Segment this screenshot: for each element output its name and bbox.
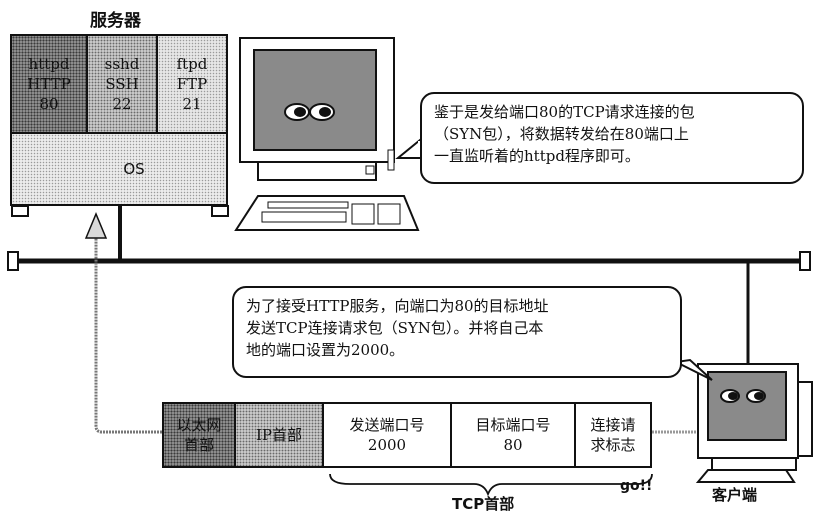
os-layer: OS [10, 132, 228, 206]
packet-field-ip-header: IP首部 [234, 402, 324, 468]
packet-field-syn-flag: 连接请 求标志 [574, 402, 652, 468]
tcp-header-brace [329, 473, 653, 497]
service-httpd: httpd HTTP 80 [10, 34, 88, 134]
server-bubble-line-1: 鉴于是发给端口80的TCP请求连接的包 [434, 103, 695, 121]
service-sshd-daemon: sshd [104, 54, 140, 73]
service-sshd: sshd SSH 22 [86, 34, 158, 134]
server-bubble-tail [395, 137, 421, 159]
client-speech-bubble: 为了接受HTTP服务，向端口为80的目标地址 发送TCP连接请求包（SYN包）。… [232, 286, 682, 378]
packet-field-ip-line1: IP首部 [255, 425, 303, 444]
client-bubble-tail [672, 358, 713, 381]
client-bubble-line-2: 发送TCP连接请求包（SYN包）。并将自己本 [246, 318, 544, 337]
service-httpd-daemon: httpd [28, 54, 70, 73]
packet-path-arrowhead [84, 212, 108, 239]
server-speech-bubble: 鉴于是发给端口80的TCP请求连接的包 （SYN包），将数据转发给在80端口上 … [420, 92, 804, 184]
client-label: 客户端 [712, 486, 758, 504]
packet-field-ethernet-line1: 以太网 [176, 415, 222, 434]
service-sshd-port: 22 [112, 95, 132, 114]
packet-field-source-port: 发送端口号 2000 [322, 402, 452, 468]
server-title: 服务器 [90, 11, 141, 31]
service-ftpd-daemon: ftpd [176, 54, 208, 73]
packet-field-syn-line1: 连接请 [590, 415, 636, 434]
service-ftpd-protocol: FTP [176, 74, 208, 93]
server-bubble-line-2: （SYN包），将数据转发给在80端口上 [434, 124, 689, 143]
packet-field-ethernet-line2: 首部 [183, 436, 214, 454]
packet-field-source-port-label: 发送端口号 [349, 415, 425, 434]
service-ftpd: ftpd FTP 21 [156, 34, 228, 134]
os-label: OS [123, 159, 145, 178]
packet-field-ethernet-header: 以太网 首部 [162, 402, 236, 468]
server-foot-left [11, 205, 29, 217]
client-bubble-line-3: 地的端口设置为2000。 [246, 340, 405, 359]
network-bus [7, 251, 811, 271]
client-bubble-line-1: 为了接受HTTP服务，向端口为80的目标地址 [246, 297, 549, 315]
packet-field-dest-port-value: 80 [503, 436, 523, 454]
packet-field-syn-line2: 求标志 [590, 436, 636, 454]
service-httpd-protocol: HTTP [27, 74, 71, 93]
packet-path-line [94, 232, 162, 434]
packet-field-dest-port-label: 目标端口号 [475, 415, 551, 434]
service-sshd-protocol: SSH [105, 74, 139, 93]
packet-field-source-port-value: 2000 [367, 436, 407, 454]
client-computer [695, 363, 813, 483]
server-foot-right [211, 205, 229, 217]
packet-field-dest-port: 目标端口号 80 [450, 402, 576, 468]
go-label: go!! [620, 478, 653, 494]
server-bubble-line-3: 一直监听着的httpd程序即可。 [434, 146, 640, 165]
tcp-header-label: TCP首部 [452, 495, 515, 513]
service-httpd-port: 80 [39, 95, 59, 114]
service-ftpd-port: 21 [182, 95, 202, 114]
server-monitor [234, 37, 420, 231]
